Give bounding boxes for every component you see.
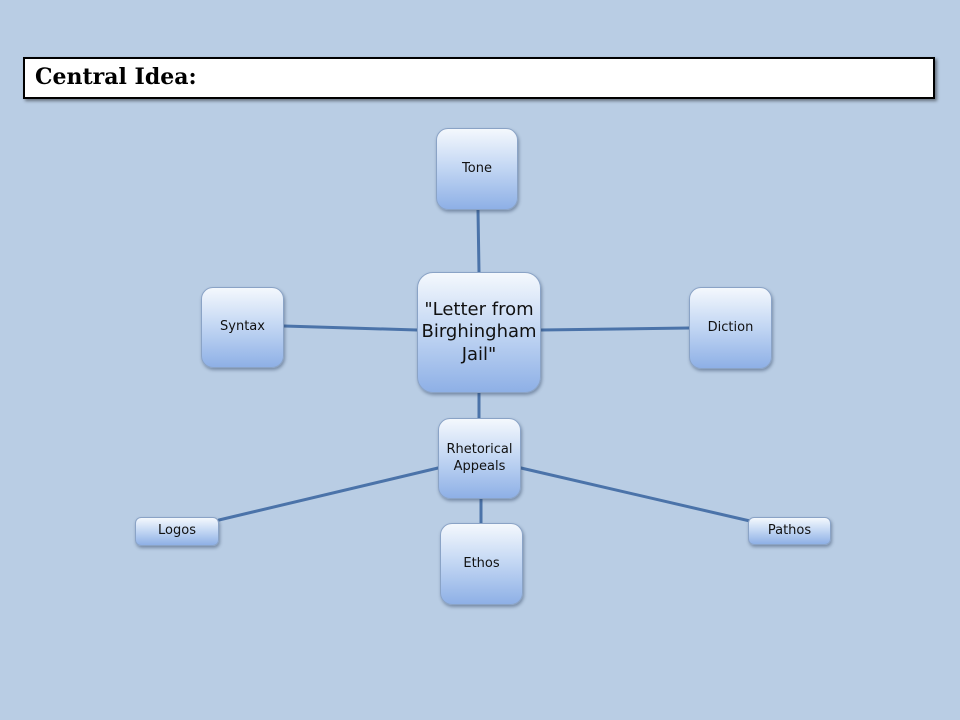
node-pathos-label: Pathos [767, 522, 812, 538]
central-idea-box: Central Idea: [23, 57, 935, 99]
node-logos-label: Logos [158, 523, 196, 539]
node-pathos: Pathos [748, 517, 831, 545]
connector-center-diction [539, 326, 691, 332]
connector-center-tone [476, 208, 481, 274]
connector-rhetorical-pathos [519, 466, 752, 523]
node-tone-label: Tone [462, 160, 492, 176]
connector-center-syntax [282, 324, 419, 332]
node-central-label: "Letter from Birghingham Jail" [421, 298, 537, 365]
node-logos: Logos [135, 517, 219, 546]
node-diction-label: Diction [707, 319, 754, 335]
central-idea-title: Central Idea: [35, 64, 197, 90]
node-rhetorical-label: Rhetorical Appeals [446, 441, 513, 474]
node-ethos-label: Ethos [463, 555, 500, 571]
node-syntax-label: Syntax [220, 319, 265, 335]
connector-rhetorical-logos [217, 466, 440, 522]
node-diction: Diction [689, 287, 772, 369]
node-tone: Tone [436, 128, 518, 210]
node-rhetorical-appeals: Rhetorical Appeals [438, 418, 521, 499]
node-syntax: Syntax [201, 287, 284, 368]
node-central-topic: "Letter from Birghingham Jail" [417, 272, 541, 393]
node-ethos: Ethos [440, 523, 523, 605]
